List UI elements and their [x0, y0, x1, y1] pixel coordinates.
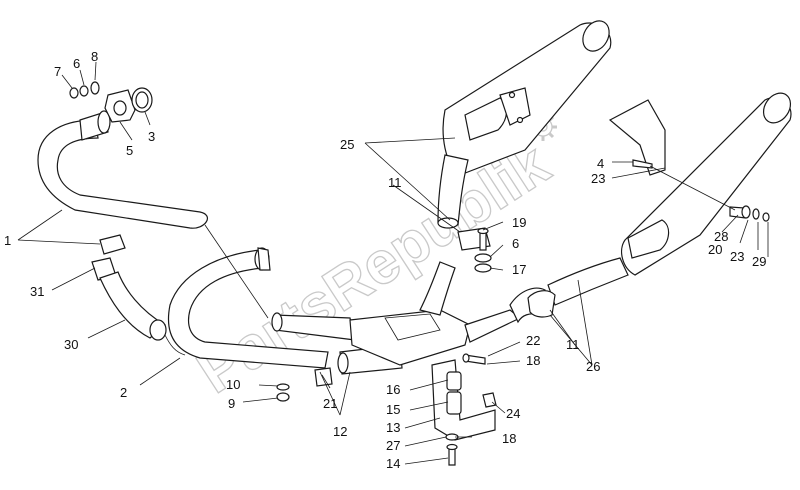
callout-4: 4	[597, 156, 604, 171]
muffler-lower	[608, 92, 792, 276]
callout-9: 9	[228, 396, 235, 411]
callout-18a: 18	[526, 353, 540, 368]
callout-22: 22	[526, 333, 540, 348]
callout-1: 1	[4, 233, 11, 248]
callout-27: 27	[386, 438, 400, 453]
callout-16: 16	[386, 382, 400, 397]
callout-11b: 11	[566, 337, 580, 352]
callout-26: 26	[586, 359, 600, 374]
header-pipe-upper	[37, 110, 208, 229]
leader-lines	[17, 61, 769, 465]
callout-labels: 1 2 3 4 5 6 6 7 8 9 10 11 11 12 13 14 15…	[4, 49, 766, 471]
callout-12: 12	[333, 424, 347, 439]
muffler-upper	[437, 20, 612, 229]
header-pipe-lower	[164, 247, 329, 369]
callout-14: 14	[386, 456, 400, 471]
bracket-assembly	[431, 359, 497, 466]
callout-19: 19	[512, 215, 526, 230]
callout-20: 20	[708, 242, 722, 257]
callout-31: 31	[30, 284, 44, 299]
callout-23a: 23	[591, 171, 605, 186]
left-link-pipes	[91, 234, 167, 341]
callout-5: 5	[126, 143, 133, 158]
callout-7: 7	[54, 64, 61, 79]
callout-6b: 6	[512, 236, 519, 251]
callout-30: 30	[64, 337, 78, 352]
callout-8: 8	[91, 49, 98, 64]
callout-25: 25	[340, 137, 354, 152]
callout-6: 6	[73, 56, 80, 71]
flange-assembly	[69, 81, 153, 123]
callout-11a: 11	[388, 175, 402, 190]
callout-29: 29	[752, 254, 766, 269]
callout-2: 2	[120, 385, 127, 400]
callout-10: 10	[226, 377, 240, 392]
callout-17: 17	[512, 262, 526, 277]
callout-28: 28	[714, 229, 728, 244]
callout-3: 3	[148, 129, 155, 144]
callout-13: 13	[386, 420, 400, 435]
collector-pipe	[271, 261, 546, 375]
callout-21: 21	[323, 396, 337, 411]
callout-15: 15	[386, 402, 400, 417]
callout-24: 24	[506, 406, 520, 421]
callout-23b: 23	[730, 249, 744, 264]
callout-18b: 18	[502, 431, 516, 446]
